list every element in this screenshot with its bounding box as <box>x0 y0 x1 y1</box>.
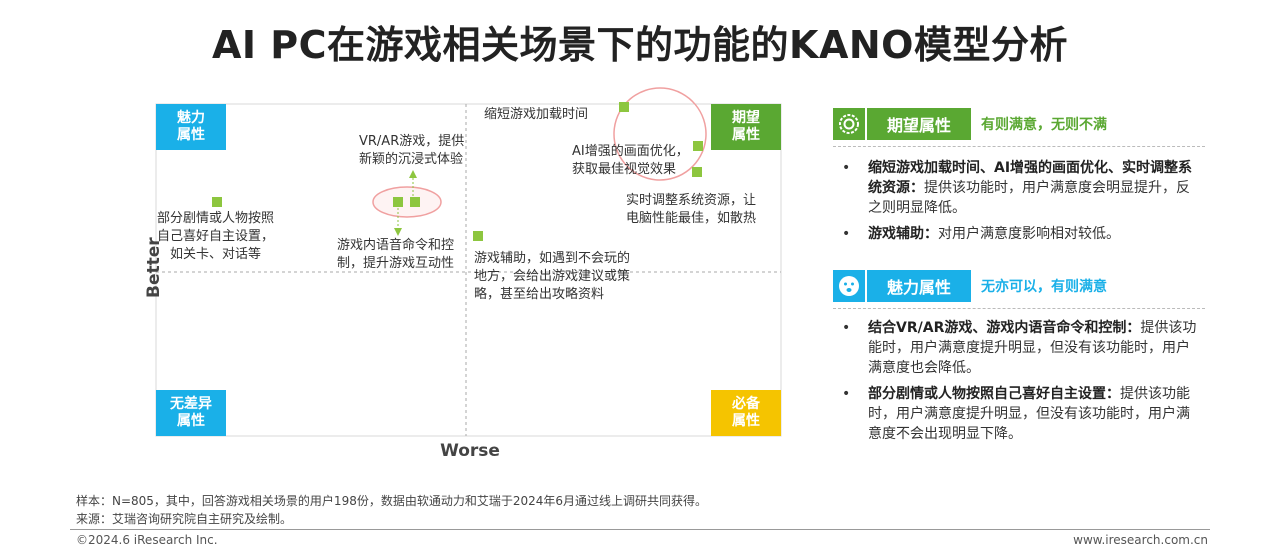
source-note: 来源：艾瑞咨询研究院自主研究及绘制。 <box>76 512 293 526</box>
smiley-icon <box>833 270 865 302</box>
highlight-ellipse-attractive <box>372 186 442 218</box>
expected-name: 期望属性 <box>867 108 971 140</box>
scatter-point <box>692 167 702 177</box>
quadrant-mustbe-label: 必备 属性 <box>711 390 781 436</box>
quadrant-indifferent-line2: 属性 <box>177 413 205 429</box>
annotation-assist-3: 略，甚至给出攻略资料 <box>474 287 605 302</box>
quadrant-indifferent-line1: 无差异 <box>170 396 212 412</box>
badge-icon <box>833 108 865 140</box>
y-axis-label: Better <box>144 237 164 298</box>
quadrant-attractive-line1: 魅力 <box>177 110 205 126</box>
expected-list: 缩短游戏加载时间、AI增强的画面优化、实时调整系统资源：提供该功能时，用户满意度… <box>842 158 1202 250</box>
annotation-visual-1: AI增强的画面优化， <box>572 144 689 159</box>
sample-note: 样本：N=805，其中，回答游戏相关场景的用户198份，数据由软通动力和艾瑞于2… <box>76 494 708 508</box>
attractive-name: 魅力属性 <box>867 270 971 302</box>
annotation-assist-1: 游戏辅助，如遇到不会玩的 <box>474 251 631 266</box>
x-axis-label: Worse <box>440 441 500 461</box>
quadrant-expected-label: 期望 属性 <box>711 104 781 150</box>
expected-desc: 有则满意，无则不满 <box>981 117 1107 133</box>
quadrant-expected-line1: 期望 <box>732 110 760 126</box>
annotation-assist-2: 地方，会给出游戏建议或策 <box>474 269 631 284</box>
footer-divider <box>70 529 1210 530</box>
arrow-down-head <box>394 228 402 236</box>
annotation-voice-2: 制，提升游戏互动性 <box>337 256 455 271</box>
scatter-point <box>693 141 703 151</box>
arrow-up-head <box>409 170 417 178</box>
list-item: 缩短游戏加载时间、AI增强的画面优化、实时调整系统资源：提供该功能时，用户满意度… <box>842 158 1202 218</box>
scatter-point <box>473 231 483 241</box>
annotation-story-2: 自己喜好自主设置， <box>157 229 275 244</box>
list-item: 游戏辅助：对用户满意度影响相对较低。 <box>842 224 1202 244</box>
annotation-resources-1: 实时调整系统资源，让 <box>626 193 757 208</box>
attractive-separator <box>833 308 1205 309</box>
quadrant-mustbe-line2: 属性 <box>732 413 760 429</box>
annotation-visual-2: 获取最佳视觉效果 <box>572 162 677 177</box>
page-title: AI PC在游戏相关场景下的功能的KANO模型分析 <box>212 23 1068 67</box>
annotation-voice-1: 游戏内语音命令和控 <box>337 238 455 253</box>
highlight-ellipse-expected <box>613 87 707 181</box>
scatter-point <box>410 197 420 207</box>
scatter-point <box>212 197 222 207</box>
annotation-story-1: 部分剧情或人物按照 <box>157 211 275 226</box>
annotation-vrar-1: VR/AR游戏，提供 <box>359 134 465 149</box>
annotation-vrar-2: 新颖的沉浸式体验 <box>359 152 464 167</box>
quadrant-expected-line2: 属性 <box>732 127 760 143</box>
quadrant-attractive-label: 魅力 属性 <box>156 104 226 150</box>
quadrant-indifferent-label: 无差异 属性 <box>156 390 226 436</box>
attractive-desc: 无亦可以，有则满意 <box>981 279 1107 295</box>
attractive-header: 魅力属性 无亦可以，有则满意 <box>833 270 1107 302</box>
annotation-load-time: 缩短游戏加载时间 <box>484 107 589 122</box>
list-item: 部分剧情或人物按照自己喜好自主设置：提供该功能时，用户满意度提升明显，但没有该功… <box>842 384 1202 444</box>
annotation-resources-2: 电脑性能最佳，如散热 <box>626 211 757 226</box>
scatter-point <box>393 197 403 207</box>
plot-frame <box>155 103 782 437</box>
annotation-story-3: 如关卡、对话等 <box>170 247 262 262</box>
attractive-list: 结合VR/AR游戏、游戏内语音命令和控制：提供该功能时，用户满意度提升明显，但没… <box>842 318 1202 450</box>
copyright: ©2024.6 iResearch Inc. <box>76 533 218 547</box>
scatter-point <box>619 102 629 112</box>
quadrant-attractive-line2: 属性 <box>177 127 205 143</box>
website: www.iresearch.com.cn <box>1073 533 1208 547</box>
expected-separator <box>833 146 1205 147</box>
list-item: 结合VR/AR游戏、游戏内语音命令和控制：提供该功能时，用户满意度提升明显，但没… <box>842 318 1202 378</box>
quadrant-mustbe-line1: 必备 <box>732 396 760 412</box>
expected-header: 期望属性 有则满意，无则不满 <box>833 108 1107 140</box>
